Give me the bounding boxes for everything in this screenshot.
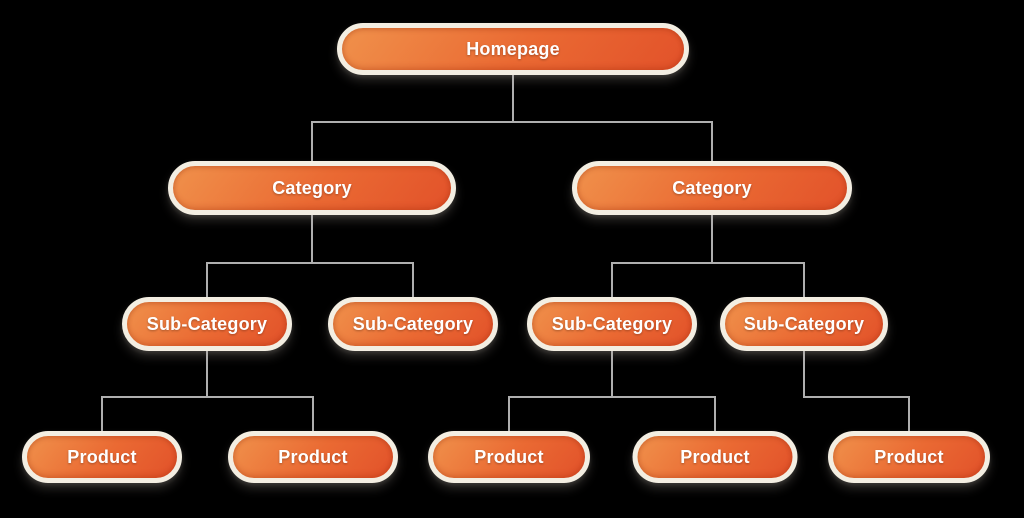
connector-from-homepage — [512, 75, 514, 122]
node-label-homepage: Homepage — [466, 38, 560, 59]
node-label-subcategory-3: Sub-Category — [551, 313, 673, 334]
connector-from-subcategory-4 — [803, 351, 805, 397]
node-label-subcategory-2: Sub-Category — [352, 313, 474, 334]
connector-from-category-2 — [711, 215, 713, 263]
node-label-subcategory-4: Sub-Category — [743, 313, 865, 334]
node-label-product-2: Product — [278, 446, 348, 467]
node-subcategory-3: Sub-Category — [527, 297, 697, 351]
connector-bar-homepage — [311, 121, 713, 123]
connector-to-subcategory-3 — [611, 263, 613, 297]
node-subcategory-2: Sub-Category — [328, 297, 498, 351]
node-product-3: Product — [428, 431, 590, 483]
connector-to-product-4 — [714, 397, 716, 431]
node-label-product-3: Product — [474, 446, 544, 467]
node-product-1: Product — [22, 431, 182, 483]
connector-bar-subcategory-4 — [803, 396, 910, 398]
connector-to-subcategory-4 — [803, 263, 805, 297]
node-label-subcategory-1: Sub-Category — [146, 313, 268, 334]
connector-from-subcategory-1 — [206, 351, 208, 397]
node-subcategory-1: Sub-Category — [122, 297, 292, 351]
node-category-2: Category — [572, 161, 852, 215]
node-label-product-4: Product — [680, 446, 750, 467]
node-product-5: Product — [828, 431, 990, 483]
node-label-product-1: Product — [67, 446, 137, 467]
node-category-1: Category — [168, 161, 456, 215]
node-homepage: Homepage — [337, 23, 689, 75]
connector-to-subcategory-2 — [412, 263, 414, 297]
connector-to-category-2 — [711, 122, 713, 161]
connector-to-product-1 — [101, 397, 103, 431]
connector-to-category-1 — [311, 122, 313, 161]
connector-from-subcategory-3 — [611, 351, 613, 397]
node-product-2: Product — [228, 431, 398, 483]
connector-bar-category-1 — [206, 262, 414, 264]
node-subcategory-4: Sub-Category — [720, 297, 888, 351]
connector-to-subcategory-1 — [206, 263, 208, 297]
connector-bar-subcategory-3 — [508, 396, 716, 398]
connector-from-category-1 — [311, 215, 313, 263]
connector-bar-subcategory-1 — [101, 396, 314, 398]
connector-bar-category-2 — [611, 262, 805, 264]
connector-to-product-3 — [508, 397, 510, 431]
node-product-4: Product — [632, 431, 798, 483]
node-label-category-2: Category — [672, 177, 752, 198]
node-label-category-1: Category — [272, 177, 352, 198]
connector-to-product-5 — [908, 397, 910, 431]
node-label-product-5: Product — [874, 446, 944, 467]
connector-to-product-2 — [312, 397, 314, 431]
